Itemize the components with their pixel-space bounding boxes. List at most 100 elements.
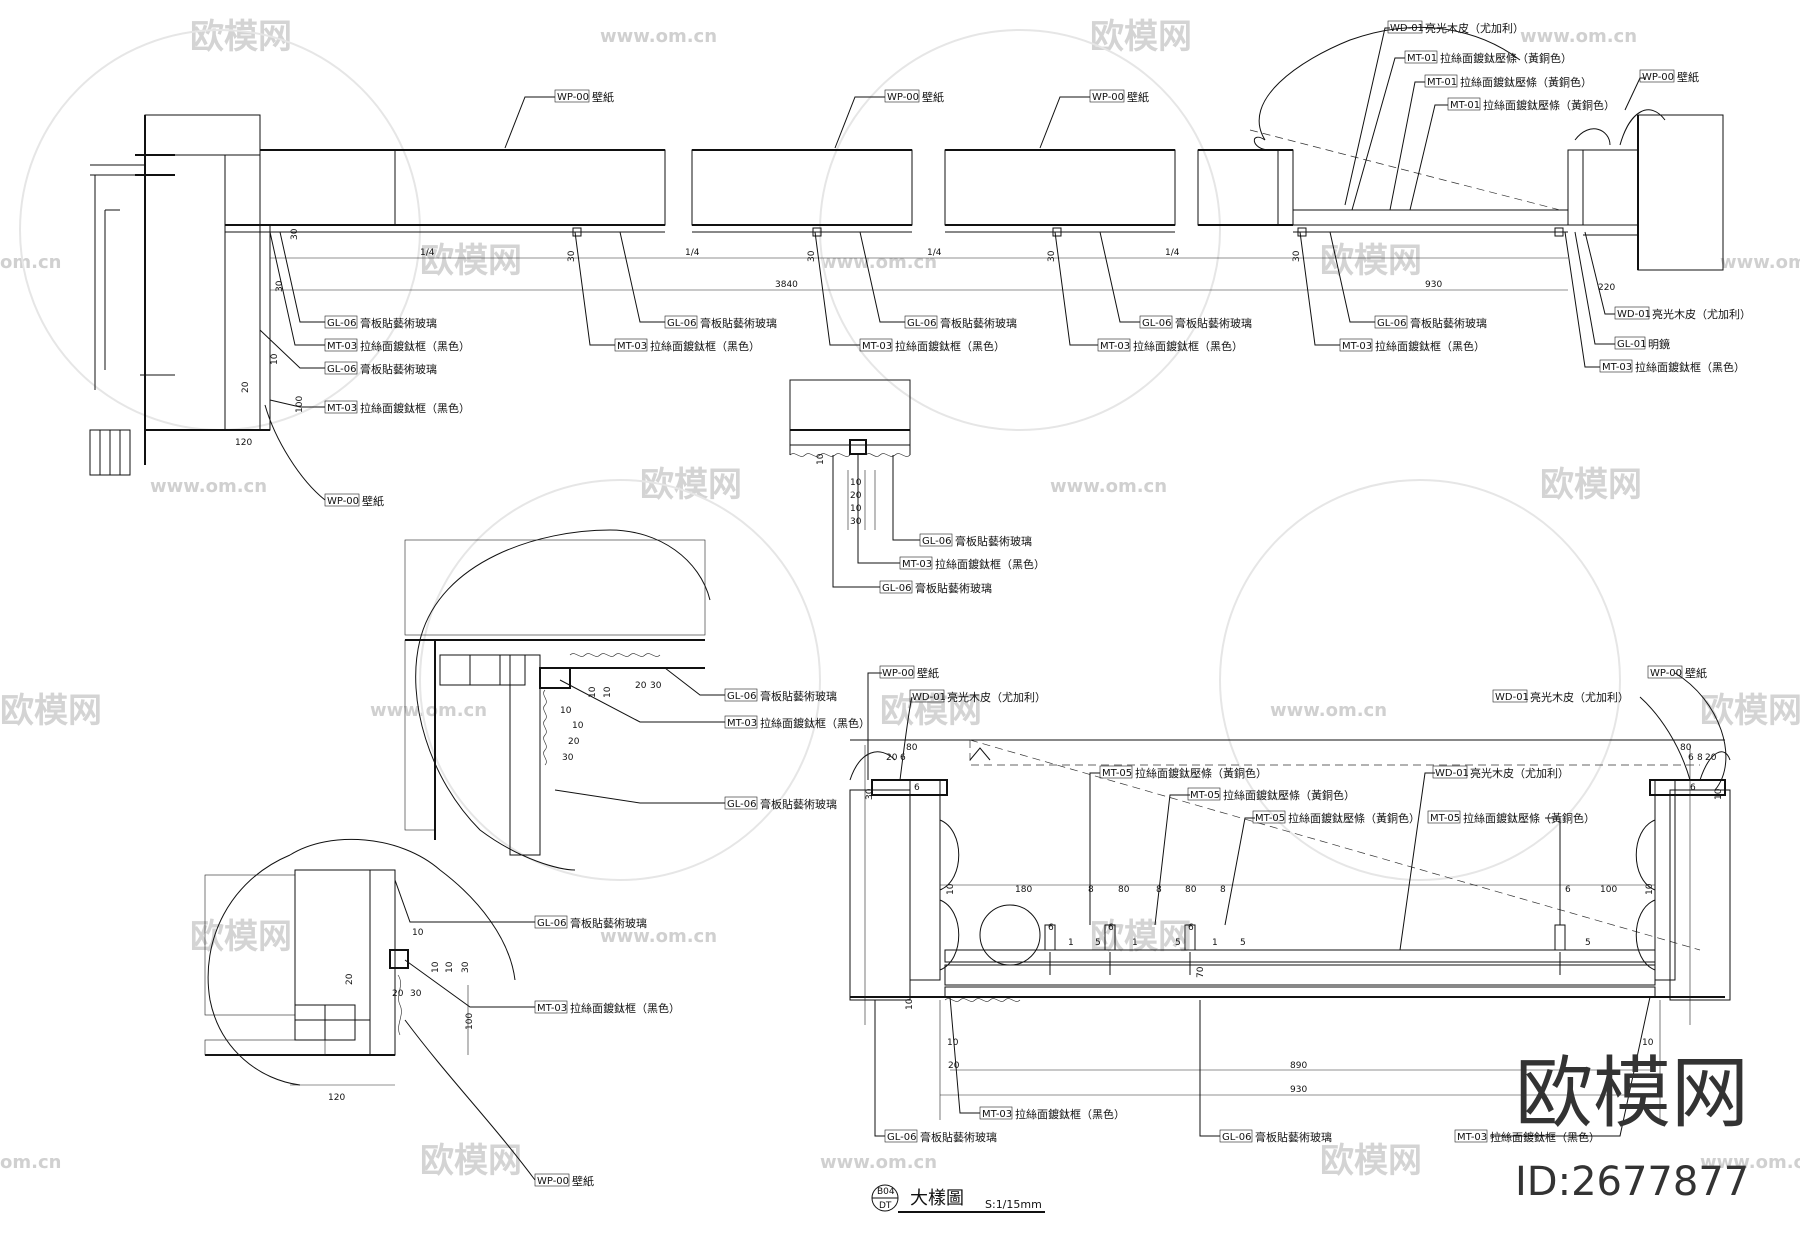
detail-circle-lower: 10 10 10 30 20 20 30 100 120 GL-06 膏板貼藝術… <box>204 838 680 1188</box>
watermark-url-2: www.om.cn <box>1520 26 1637 47</box>
dim-930: 930 <box>1290 1085 1307 1095</box>
dim-8-a: 8 <box>1088 885 1094 895</box>
dim-220: 220 <box>1598 283 1615 293</box>
dim-10-door-r: 10 <box>1645 883 1655 895</box>
svg-text:MT-03: MT-03 <box>1602 362 1632 373</box>
svg-text:20: 20 <box>948 1061 960 1071</box>
svg-text:100: 100 <box>1600 885 1617 895</box>
svg-text:930: 930 <box>1425 280 1442 290</box>
dim-10-door-b3: 10 <box>1642 1038 1654 1048</box>
door-callout-wp00-left: WP-00 壁紙 <box>867 665 939 780</box>
svg-text:MT-05: MT-05 <box>1190 790 1220 801</box>
svg-text:S:1/15mm: S:1/15mm <box>985 1198 1042 1211</box>
plan-callout-wp00-3: WP-00 壁紙 <box>1039 89 1149 149</box>
svg-text:亮光木皮（尤加利）: 亮光木皮（尤加利） <box>1425 21 1524 35</box>
dim-10-corner-b: 10 <box>603 686 613 698</box>
svg-text:20: 20 <box>345 973 355 985</box>
svg-text:10: 10 <box>603 686 613 698</box>
detail-circle-corner: 10 10 20 30 10 10 20 30 GL-06 膏板貼藝術玻璃 MT… <box>404 529 870 871</box>
lower-callout-gl06: GL-06 膏板貼藝術玻璃 <box>394 879 647 930</box>
svg-text:6: 6 <box>1565 885 1571 895</box>
svg-text:100: 100 <box>465 1013 475 1030</box>
dim-10-door-b1: 10 <box>905 998 915 1010</box>
svg-text:欧模网: 欧模网 <box>0 691 102 731</box>
svg-text:拉絲面鍍鈦框（黑色）: 拉絲面鍍鈦框（黑色） <box>935 557 1045 571</box>
svg-text:8: 8 <box>1088 885 1094 895</box>
svg-text:MT-03: MT-03 <box>617 341 647 352</box>
svg-text:拉絲面鍍鈦框（黑色）: 拉絲面鍍鈦框（黑色） <box>360 401 470 415</box>
svg-text:大樣圖: 大樣圖 <box>910 1188 964 1209</box>
svg-text:5: 5 <box>1095 938 1101 948</box>
svg-text:欧模网: 欧模网 <box>1540 465 1642 505</box>
dim-6-e: 6 <box>1108 923 1114 933</box>
svg-text:120: 120 <box>328 1093 345 1103</box>
svg-text:DT: DT <box>879 1201 892 1211</box>
svg-text:WP-00: WP-00 <box>327 496 359 507</box>
dim-10-corner-c: 10 <box>560 706 572 716</box>
door-callout-mt03-left: MT-03 拉絲面鍍鈦框（黑色） <box>949 996 1125 1121</box>
watermark-layer: 欧模网 www.om.cn 欧模网 www.om.cn om.cn 欧模网 ww… <box>0 17 1800 1181</box>
svg-text:膏板貼藝術玻璃: 膏板貼藝術玻璃 <box>1175 316 1252 330</box>
plan-callout-mt03-1: MT-03 拉絲面鍍鈦框（黑色） <box>574 231 760 353</box>
svg-text:膏板貼藝術玻璃: 膏板貼藝術玻璃 <box>1255 1130 1332 1144</box>
svg-text:www.om.cn: www.om.cn <box>600 26 717 47</box>
svg-text:20: 20 <box>568 737 580 747</box>
dim-100-plan: 100 <box>295 396 305 413</box>
plan-callout-gl06-1: GL-06 膏板貼藝術玻璃 <box>619 231 777 330</box>
small-callout-gl06-b: GL-06 膏板貼藝術玻璃 <box>832 455 992 595</box>
svg-text:膏板貼藝術玻璃: 膏板貼藝術玻璃 <box>360 316 437 330</box>
title-block: B04 DT 大樣圖 S:1/15mm <box>871 1184 1045 1213</box>
door-callout-wd01-left: WD-01 亮光木皮（尤加利） <box>899 689 1046 781</box>
svg-text:6: 6 <box>1690 783 1696 793</box>
dim-80-door-r: 80 <box>1680 743 1692 753</box>
watermark-brand-1: 欧模网 <box>190 17 292 57</box>
dim-6-door-r2: 6 <box>1690 783 1696 793</box>
watermark-url-4: www.om.cn <box>820 252 937 273</box>
svg-text:20: 20 <box>241 381 251 393</box>
svg-text:膏板貼藝術玻璃: 膏板貼藝術玻璃 <box>360 362 437 376</box>
watermark-url-10: www.om.cn <box>600 926 717 947</box>
svg-text:30: 30 <box>850 517 862 527</box>
plan-callout-wd01-right: WD-01 亮光木皮（尤加利） <box>1584 231 1751 321</box>
svg-text:WP-00: WP-00 <box>882 668 914 679</box>
small-callout-mt03: MT-03 拉絲面鍍鈦框（黑色） <box>857 455 1045 571</box>
svg-text:1/4: 1/4 <box>420 248 435 258</box>
svg-text:拉絲面鍍鈦壓條（黃銅色）: 拉絲面鍍鈦壓條（黃銅色） <box>1223 788 1355 802</box>
svg-text:MT-03: MT-03 <box>327 403 357 414</box>
svg-text:10: 10 <box>1645 883 1655 895</box>
dim-20-door-r: 20 <box>1705 753 1717 763</box>
small-callout-gl06-a: GL-06 膏板貼藝術玻璃 <box>892 455 1032 548</box>
dim-30-small: 30 <box>850 517 862 527</box>
lower-callout-mt03: MT-03 拉絲面鍍鈦框（黑色） <box>404 959 680 1015</box>
dim-30-corner-b: 30 <box>562 753 574 763</box>
watermark-brand-4: 欧模网 <box>1320 241 1422 281</box>
dim-1-b: 1 <box>1132 938 1138 948</box>
svg-text:亮光木皮（尤加利）: 亮光木皮（尤加利） <box>1470 766 1569 780</box>
plan-callout-wp00-left: WP-00 壁紙 <box>264 404 384 508</box>
dim-30-plan-b: 30 <box>567 250 577 262</box>
svg-text:10: 10 <box>1642 1038 1654 1048</box>
dim-20-corner-b: 20 <box>568 737 580 747</box>
svg-text:拉絲面鍍鈦壓條（黃銅色）: 拉絲面鍍鈦壓條（黃銅色） <box>1135 766 1267 780</box>
dim-10-plan: 10 <box>270 353 280 365</box>
svg-text:6: 6 <box>1188 923 1194 933</box>
plan-callout-mt03-3: MT-03 拉絲面鍍鈦框（黑色） <box>1054 231 1243 353</box>
plan-callout-wp00-2: WP-00 壁紙 <box>834 89 944 149</box>
svg-text:www.om.cn: www.om.cn <box>820 252 937 273</box>
watermark-url-7: www.om.cn <box>1050 476 1167 497</box>
door-callout-mt03-right: MT-03 拉絲面鍍鈦框（黑色） <box>1454 996 1651 1144</box>
svg-text:30: 30 <box>1047 250 1057 262</box>
svg-text:亮光木皮（尤加利）: 亮光木皮（尤加利） <box>1530 690 1629 704</box>
svg-text:30: 30 <box>1292 250 1302 262</box>
svg-text:WP-00: WP-00 <box>887 92 919 103</box>
svg-text:GL-06: GL-06 <box>1377 318 1406 329</box>
svg-text:欧模网: 欧模网 <box>1700 691 1800 731</box>
svg-text:壁紙: 壁紙 <box>922 90 944 104</box>
svg-text:120: 120 <box>235 438 252 448</box>
svg-text:5: 5 <box>1175 938 1181 948</box>
svg-text:欧模网: 欧模网 <box>190 17 292 57</box>
dim-20-corner-a: 20 <box>635 681 647 691</box>
dim-quarter-2: 1/4 <box>685 248 700 258</box>
svg-text:MT-05: MT-05 <box>1430 813 1460 824</box>
svg-text:www.om.cn: www.om.cn <box>1520 26 1637 47</box>
